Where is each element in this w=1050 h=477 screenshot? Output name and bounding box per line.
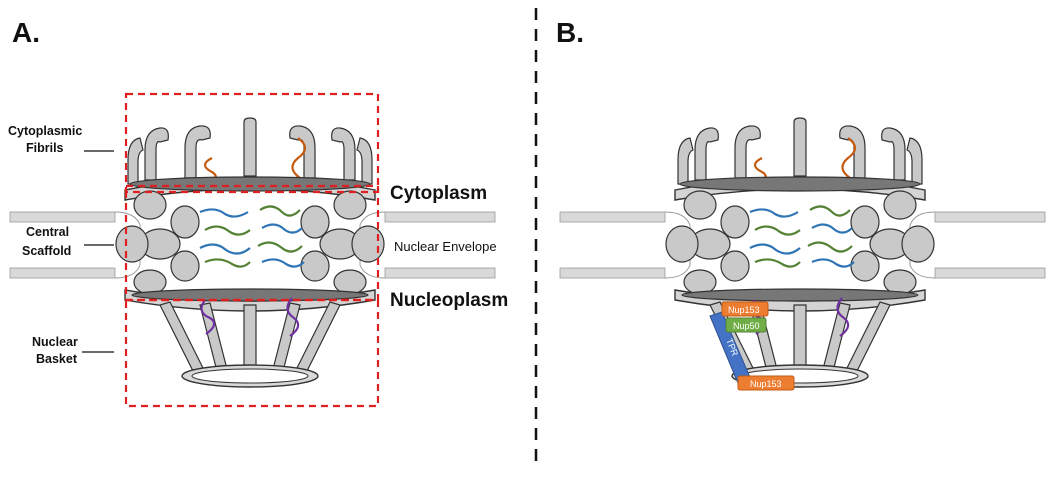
panel-b-label: B. (556, 17, 584, 48)
nup153-bottom-label: Nup153 (750, 379, 782, 389)
nuclear-basket-label-line2: Basket (36, 352, 78, 366)
nuclear-envelope-label: Nuclear Envelope (394, 239, 497, 254)
nup50: Nup50 (725, 317, 767, 333)
nuclear-basket-box (124, 298, 380, 408)
nup153-top: Nup153 (721, 301, 769, 317)
panel-a-label: A. (12, 17, 40, 48)
nup153-bottom: Nup153 (737, 375, 795, 391)
cytoplasmic-fibrils-label-line2: Fibrils (26, 141, 64, 155)
nucleoplasm-label: Nucleoplasm (390, 290, 508, 311)
nup153-top-label: Nup153 (728, 305, 760, 315)
cytoplasm-label: Cytoplasm (390, 183, 487, 204)
region-boxes (124, 92, 380, 408)
nuclear-basket-label-line1: Nuclear (32, 335, 78, 349)
panel-a: A. Cytoplasmic Fibrils Central Scaffold … (8, 17, 508, 408)
cytoplasmic-fibrils-label-line1: Cytoplasmic (8, 124, 82, 138)
cytoplasmic-fibrils-box (124, 92, 380, 194)
panel-b: B. TPR Nup153 Nup50 Nup153 (556, 17, 1047, 391)
central-scaffold-label-line2: Scaffold (22, 244, 71, 258)
nup50-label: Nup50 (733, 321, 760, 331)
pore-complex-b (558, 116, 1047, 389)
central-scaffold-label-line1: Central (26, 225, 69, 239)
